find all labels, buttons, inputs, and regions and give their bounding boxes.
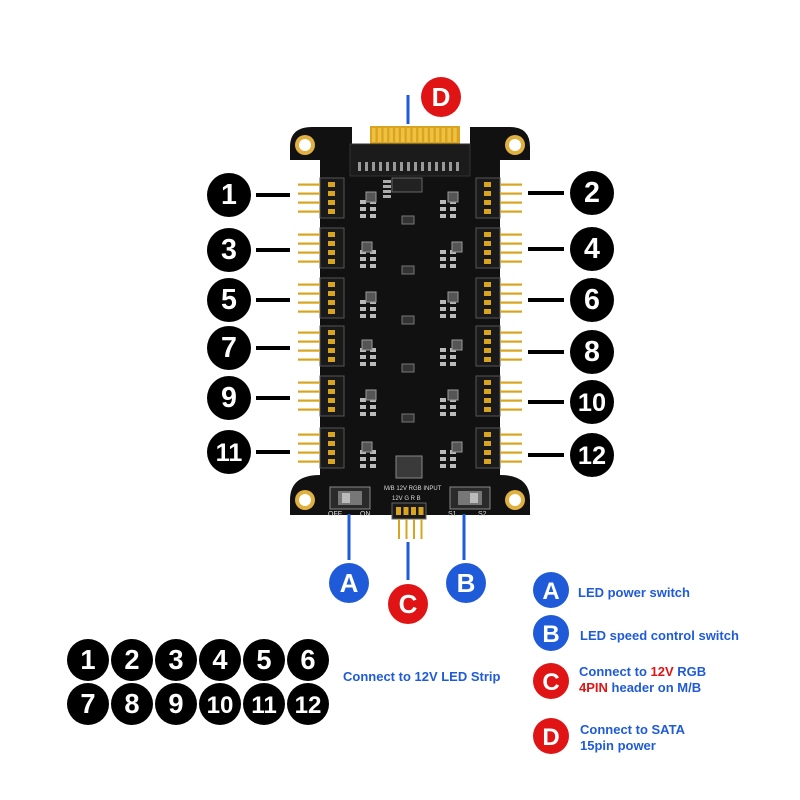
right-headers	[475, 177, 522, 469]
sata-connector	[349, 126, 471, 177]
callout-b-letter: B	[457, 568, 476, 598]
port-badge-2-label: 2	[584, 177, 600, 209]
port-badges: 1 3 5 7 9 11 2 4 6 8 10 12	[207, 171, 614, 477]
legend-c-text: Connect to 12V RGB 4PIN header on M/B	[579, 664, 706, 696]
legend-number-8-label: 8	[124, 688, 139, 719]
pin-labels: 12V G R B	[392, 496, 421, 502]
port-badge-7: 7	[207, 326, 251, 370]
legend-number-2: 2	[111, 639, 153, 681]
legend-number-9-label: 9	[168, 688, 183, 719]
s2-label: S2	[478, 511, 487, 518]
legend-number-11-label: 11	[251, 692, 277, 719]
speed-switch: S1 S2	[448, 486, 491, 518]
legend-number-6-label: 6	[300, 644, 315, 675]
port-badge-10-label: 10	[578, 389, 606, 417]
legend-number-3-label: 3	[168, 644, 183, 675]
off-label: OFF	[328, 511, 342, 518]
legend-number-4-label: 4	[212, 644, 228, 675]
port-badge-9: 9	[207, 376, 251, 420]
input-label: M/B 12V RGB INPUT	[384, 486, 442, 492]
rgb-input-header	[391, 502, 427, 539]
port-badge-9-label: 9	[221, 382, 237, 414]
legend-number-7-label: 7	[80, 688, 95, 719]
legend-number-7: 7	[67, 683, 109, 725]
legend-d-line1: Connect to SATA	[580, 722, 685, 737]
callout-c-letter: C	[399, 589, 418, 619]
callout-d: D	[421, 77, 461, 117]
legend-strip-text: Connect to 12V LED Strip	[343, 669, 501, 684]
legend-badge-b-letter: B	[542, 621, 559, 648]
legend-b-text: LED speed control switch	[580, 628, 739, 643]
legend-badge-c-letter: C	[542, 669, 559, 696]
legend-number-8: 8	[111, 683, 153, 725]
left-headers	[298, 177, 345, 469]
power-switch: OFF ON	[328, 486, 371, 518]
callout-a: A	[329, 563, 369, 603]
legend-number-5-label: 5	[256, 644, 271, 675]
legend-number-12-label: 12	[295, 692, 322, 719]
legend-d-text: Connect to SATA 15pin power	[580, 722, 685, 754]
legend-badge-a: A	[533, 572, 569, 608]
callout-a-letter: A	[340, 568, 359, 598]
port-badge-5: 5	[207, 278, 251, 322]
legend-c-line2: header on M/B	[607, 680, 702, 695]
legend-c-pin: 4PIN	[579, 680, 608, 695]
legend-badge-a-letter: A	[542, 578, 559, 605]
legend-c-voltage: 12V	[650, 664, 674, 679]
legend-number-1-label: 1	[80, 644, 95, 675]
port-badge-6: 6	[570, 278, 614, 322]
port-badge-2: 2	[570, 171, 614, 215]
legend-number-9: 9	[155, 683, 197, 725]
port-badge-3-label: 3	[221, 234, 237, 266]
port-badge-1-label: 1	[221, 179, 237, 211]
port-badge-4-label: 4	[584, 233, 600, 265]
legend-number-11: 11	[243, 683, 285, 725]
callout-b: B	[446, 563, 486, 603]
legend-badge-c: C	[533, 663, 569, 699]
port-badge-11-label: 11	[216, 439, 243, 467]
legend-number-10: 10	[199, 683, 241, 725]
port-badge-12: 12	[570, 433, 614, 477]
legend-number-4: 4	[199, 639, 241, 681]
on-label: ON	[360, 511, 371, 518]
controller-board: OFF ON S1 S2 M/B 12V RGB INPUT 12V G R B	[290, 126, 530, 539]
legend-d-line2: 15pin power	[580, 738, 656, 753]
legend-badge-d: D	[533, 718, 569, 754]
port-badge-1: 1	[207, 173, 251, 217]
legend-c-prefix: Connect to	[579, 664, 651, 679]
port-badge-5-label: 5	[221, 284, 237, 316]
s1-label: S1	[448, 511, 457, 518]
legend-a-text: LED power switch	[578, 585, 690, 600]
port-badge-7-label: 7	[221, 332, 237, 364]
port-badge-6-label: 6	[584, 284, 600, 316]
legend-number-10-label: 10	[207, 692, 234, 719]
legend-badge-b: B	[533, 615, 569, 651]
legend-number-5: 5	[243, 639, 285, 681]
callout-d-letter: D	[432, 82, 451, 112]
legend-number-2-label: 2	[124, 644, 139, 675]
legend-number-12: 12	[287, 683, 329, 725]
port-badge-11: 11	[207, 430, 251, 474]
legend-badge-d-letter: D	[542, 724, 559, 751]
port-badge-8-label: 8	[584, 336, 600, 368]
callout-c: C	[388, 584, 428, 624]
port-badge-10: 10	[570, 380, 614, 424]
port-badge-8: 8	[570, 330, 614, 374]
port-badge-4: 4	[570, 227, 614, 271]
port-badge-12-label: 12	[578, 442, 606, 470]
legend-number-1: 1	[67, 639, 109, 681]
legend-c-mid: RGB	[673, 664, 707, 679]
board-components	[360, 177, 463, 479]
legend-number-6: 6	[287, 639, 329, 681]
legend-number-3: 3	[155, 639, 197, 681]
port-badge-3: 3	[207, 228, 251, 272]
